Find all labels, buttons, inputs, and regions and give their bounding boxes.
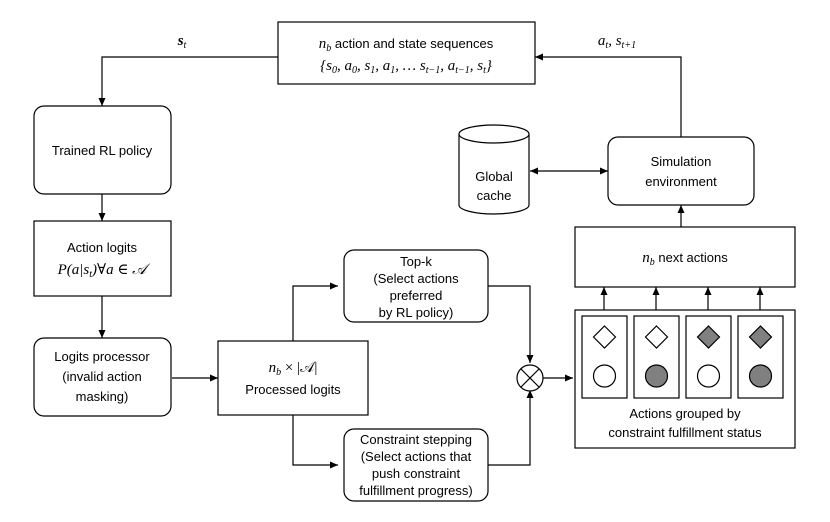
node-simulation: Simulation environment (607, 136, 755, 206)
svg-text:environment: environment (645, 174, 717, 189)
filled-diamond-icon (748, 325, 773, 349)
filled-circle-icon (748, 364, 773, 388)
svg-text:Action logits: Action logits (67, 240, 138, 255)
svg-text:push constraint: push constraint (372, 466, 461, 481)
edge-topk-to-combine (488, 285, 534, 363)
svg-text:Constraint stepping: Constraint stepping (360, 432, 472, 447)
svg-text:Top-k: Top-k (400, 254, 432, 269)
svg-text:P(a|st)∀a ∈ 𝒜: P(a|st)∀a ∈ 𝒜 (57, 262, 152, 280)
svg-text:(Select actions that: (Select actions that (361, 449, 472, 464)
node-topk: Top-k (Select actions preferred by RL po… (343, 249, 489, 323)
svg-text:Actions grouped by: Actions grouped by (629, 406, 741, 421)
edges (98, 53, 764, 469)
edge-label-action-state: at, st+1 (598, 33, 636, 51)
filled-circle-icon (644, 364, 669, 388)
open-diamond-icon (592, 325, 617, 349)
svg-text:Global: Global (475, 169, 513, 184)
action-groups (581, 315, 784, 399)
filled-diamond-icon (696, 325, 721, 349)
svg-text:preferred: preferred (390, 288, 443, 303)
edge-simulation-to-sequences (535, 53, 682, 137)
open-circle-icon (592, 364, 617, 388)
node-logits: Action logits P(a|st)∀a ∈ 𝒜 (33, 220, 172, 297)
svg-text:by RL policy): by RL policy) (379, 305, 454, 320)
svg-text:(Select actions: (Select actions (373, 271, 459, 286)
edge-constraint-to-combine (488, 390, 534, 466)
svg-text:constraint fulfillment status: constraint fulfillment status (608, 425, 762, 440)
node-processor: Logits processor (invalid action masking… (33, 337, 172, 417)
node-cache: Global cache (458, 124, 530, 215)
node-sequences: nb action and state sequences {s0, a0, s… (277, 21, 536, 85)
node-constraint: Constraint stepping (Select actions that… (343, 428, 489, 502)
combine-operator-icon (516, 364, 544, 392)
node-next-actions: nb next actions (574, 226, 796, 288)
edge-label-state: st (177, 33, 187, 51)
node-policy: Trained RL policy (33, 105, 172, 195)
edge-processed-to-topk (292, 282, 338, 341)
svg-text:nb × |𝒜|: nb × |𝒜| (269, 360, 318, 378)
svg-text:nb next actions: nb next actions (642, 250, 728, 268)
node-grouped: Actions grouped by constraint fulfillmen… (574, 309, 796, 449)
svg-text:Simulation: Simulation (651, 154, 712, 169)
open-diamond-icon (644, 325, 669, 349)
svg-text:fulfillment progress): fulfillment progress) (359, 483, 472, 498)
action-group-3 (685, 315, 732, 399)
svg-text:Trained RL policy: Trained RL policy (52, 143, 153, 158)
svg-text:Processed logits: Processed logits (245, 382, 341, 397)
action-group-1 (581, 315, 628, 399)
svg-text:Logits processor: Logits processor (54, 349, 150, 364)
svg-text:(invalid action: (invalid action (62, 369, 142, 384)
edge-sequences-to-policy (98, 56, 278, 106)
svg-text:masking): masking) (76, 389, 129, 404)
svg-text:{s0, a0, s1, a1, … st−1, at−1,: {s0, a0, s1, a1, … st−1, at−1, st} (320, 58, 492, 76)
action-group-4 (737, 315, 784, 399)
action-group-2 (633, 315, 680, 399)
open-circle-icon (696, 364, 721, 388)
svg-text:cache: cache (477, 188, 512, 203)
node-processed: nb × |𝒜| Processed logits (217, 340, 369, 416)
svg-text:nb action and state sequences: nb action and state sequences (319, 36, 494, 54)
edge-processed-to-constraint (292, 415, 338, 469)
